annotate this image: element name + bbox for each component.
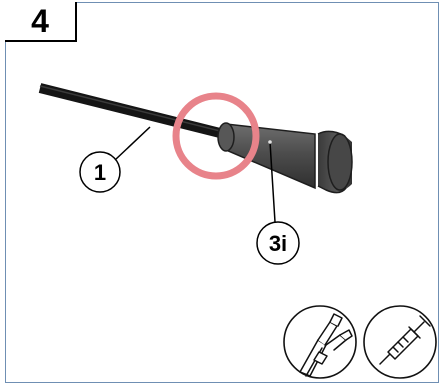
- crimping-tool-icon: [283, 305, 357, 379]
- component-3i: [217, 122, 353, 194]
- callout-1-label: 1: [94, 160, 106, 185]
- step-number: 4: [5, 2, 77, 42]
- highlight-ring: [172, 92, 260, 180]
- instruction-panel: [5, 2, 439, 383]
- callout-3i-label: 3i: [269, 231, 287, 256]
- callout-1: 1: [79, 126, 151, 193]
- callout-3i: 3i: [256, 140, 300, 265]
- syringe-icon: [363, 305, 437, 379]
- cable: [38, 83, 234, 141]
